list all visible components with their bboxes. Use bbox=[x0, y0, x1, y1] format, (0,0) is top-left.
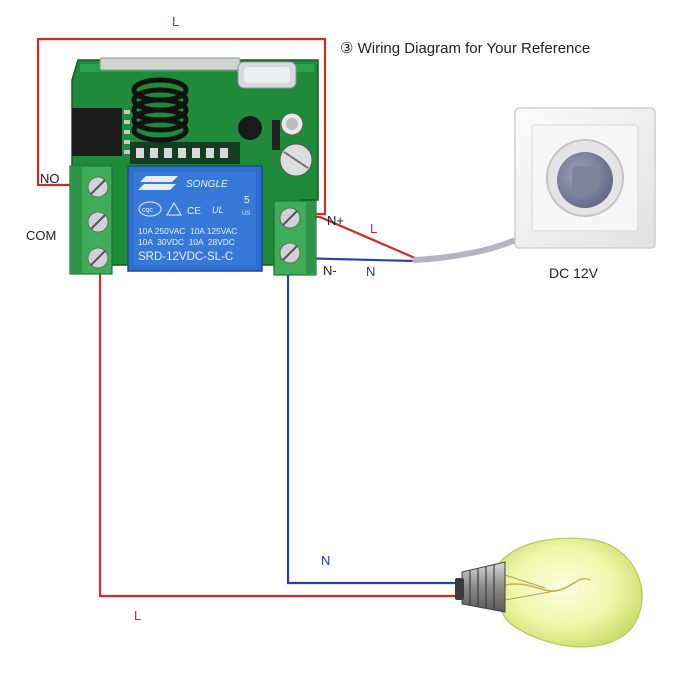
smd-resistors bbox=[136, 148, 228, 158]
wire-label-top-live: L bbox=[172, 14, 179, 29]
screw-com bbox=[87, 211, 109, 233]
wire-label-lamp-live: L bbox=[134, 608, 141, 623]
relay-model: SRD-12VDC-SL-C bbox=[138, 251, 233, 263]
terminal-label-com: COM bbox=[26, 228, 56, 243]
diagram-title: ③ Wiring Diagram for Your Reference bbox=[340, 40, 590, 57]
cert-mark-us: US bbox=[242, 211, 250, 217]
wire-label-lamp-neutral: N bbox=[321, 553, 330, 568]
songle-logo-icon bbox=[138, 176, 178, 190]
header-pins bbox=[99, 57, 241, 71]
cert-mark-cqc: cqc bbox=[142, 207, 153, 214]
relay-brand: SONGLE bbox=[186, 179, 228, 190]
screw-n-minus bbox=[279, 242, 301, 264]
screw-nc bbox=[87, 247, 109, 269]
capacitor-small-top bbox=[286, 118, 298, 130]
bulb-support-wire bbox=[504, 574, 561, 601]
relay-rating-2: 10A 30VDC 10A 28VDC bbox=[138, 237, 235, 247]
bulb-contact bbox=[455, 578, 464, 600]
bulb-base-threads bbox=[469, 565, 495, 610]
relay: SONGLE cqc CE UL 5 US 10A 250VAC 10A 125… bbox=[127, 165, 263, 272]
light-bulb bbox=[455, 537, 643, 648]
terminal-label-n-minus: N- bbox=[323, 263, 337, 278]
diode bbox=[272, 120, 280, 150]
terminal-label-no: NO bbox=[40, 171, 60, 186]
antenna-coil bbox=[131, 77, 189, 143]
live-wire-lamp bbox=[98, 260, 462, 598]
terminal-block-left bbox=[69, 165, 113, 275]
terminal-label-n-plus: N+ bbox=[327, 213, 344, 228]
ic-pins bbox=[124, 110, 130, 154]
certification-marks: cqc CE UL 5 US bbox=[138, 195, 250, 217]
neutral-wire-lamp bbox=[286, 258, 462, 585]
cert-mark-ce: CE bbox=[187, 206, 201, 217]
bulb-glass bbox=[499, 537, 643, 648]
crystal-top bbox=[244, 67, 290, 83]
relay-rating-1: 10A 250VAC 10A 125VAC bbox=[138, 226, 237, 236]
transistor bbox=[238, 116, 262, 140]
plug-grip bbox=[572, 166, 598, 194]
power-label: DC 12V bbox=[549, 265, 599, 281]
live-wire-supply bbox=[303, 215, 416, 260]
wire-label-supply-live: L bbox=[370, 221, 377, 236]
cert-mark-ul: UL bbox=[212, 205, 224, 215]
terminal-block-right bbox=[273, 200, 317, 276]
bulb-base bbox=[461, 561, 506, 613]
wall-outlet bbox=[514, 107, 656, 249]
relay-pin-count: 5 bbox=[244, 195, 250, 206]
ic-chip bbox=[72, 108, 122, 156]
screw-no bbox=[87, 176, 109, 198]
screw-n-plus bbox=[279, 207, 301, 229]
wire-label-supply-neutral: N bbox=[366, 264, 375, 279]
capacitor-large-mark bbox=[283, 151, 309, 169]
live-wire-top-loop bbox=[36, 37, 327, 216]
